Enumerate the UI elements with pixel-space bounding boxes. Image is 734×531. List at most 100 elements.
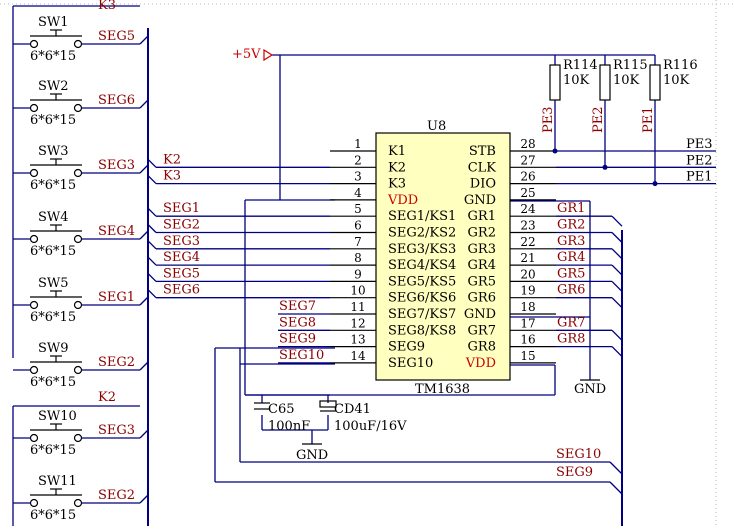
resistor-value: 10K	[613, 73, 640, 88]
bus-entry	[139, 164, 149, 174]
ic-pin-name: SEG7/KS7	[388, 307, 456, 322]
net-label: SEG6	[163, 283, 200, 298]
switch-net-label: SEG2	[98, 488, 135, 503]
switch-net-label: SEG5	[98, 29, 135, 44]
net-label: PE1	[686, 170, 713, 185]
switch-size: 6*6*15	[30, 375, 76, 390]
ic-pin-number: 23	[520, 219, 535, 233]
switch-contact	[73, 300, 83, 310]
resistor-ref: R115	[613, 58, 648, 73]
ic-pin-number: 1	[354, 137, 362, 151]
net-label: SEG5	[163, 266, 200, 281]
switch-size: 6*6*15	[30, 113, 76, 128]
net-label: GR5	[557, 266, 585, 281]
switch-contact	[29, 39, 39, 49]
ic-pin-number: 3	[354, 170, 362, 184]
switch-ref: SW5	[38, 276, 69, 291]
net-label: K3	[163, 169, 181, 184]
ic-pin-number: 17	[520, 316, 535, 330]
bus-entry	[147, 256, 157, 266]
bus-entry	[611, 215, 623, 227]
ic-pin-name: SEG5/KS5	[388, 274, 456, 289]
resistor-ref: R114	[563, 58, 598, 73]
switch-size: 6*6*15	[30, 508, 76, 523]
bus-label-k3: K3	[98, 0, 116, 13]
ic-pin-number: 18	[520, 300, 535, 314]
switch-net-label: SEG6	[98, 93, 135, 108]
ic-pin-name: GR5	[468, 274, 496, 289]
switch-ref: SW3	[38, 144, 69, 159]
switch-contact	[29, 498, 39, 508]
switch-contact	[73, 168, 83, 178]
ic-pin-number: 28	[520, 137, 535, 151]
gnd-label-caps: GND	[296, 448, 328, 463]
bus-entry	[611, 329, 623, 341]
resistor-value: 10K	[663, 73, 690, 88]
resistor-net-label: PE2	[591, 106, 606, 133]
tm1638-body	[375, 132, 511, 381]
ic-pin-number: 27	[520, 153, 535, 167]
ic-pin-number: 25	[520, 186, 535, 200]
switch-size: 6*6*15	[30, 310, 76, 325]
switch-size: 6*6*15	[30, 443, 76, 458]
resistor-body	[549, 64, 561, 101]
net-label-seg9-bottom: SEG9	[556, 465, 593, 480]
bus-entry	[611, 264, 623, 276]
vcc-label: +5V	[232, 47, 261, 62]
bus-entry	[139, 35, 149, 45]
net-label: SEG10	[279, 348, 324, 363]
ic-pin-name: GR4	[468, 258, 496, 273]
switch-contact	[73, 234, 83, 244]
switch-contact	[29, 234, 39, 244]
ic-pin-name: VDD	[465, 356, 496, 371]
bus-entry	[611, 280, 623, 292]
ic-pin-number: 9	[354, 267, 362, 281]
bus-label-k2: K2	[98, 390, 116, 405]
ic-pin-number: 15	[520, 349, 535, 363]
switch-ref: SW4	[38, 210, 69, 225]
ic-pin-name: SEG3/KS3	[388, 242, 456, 257]
ic-pin-number: 13	[350, 333, 365, 347]
ic-pin-name: SEG8/KS8	[388, 323, 456, 338]
switch-net-label: SEG4	[98, 224, 135, 239]
switch-net-label: SEG1	[98, 290, 135, 305]
ic-pin-name: GR8	[468, 340, 496, 355]
switch-contact	[29, 300, 39, 310]
ic-pin-name: DIO	[470, 177, 496, 192]
ic-pin-number: 21	[520, 251, 535, 265]
bus-entry	[139, 99, 149, 109]
switch-net-label: SEG2	[98, 355, 135, 370]
ic-pin-name: SEG6/KS6	[388, 291, 456, 306]
ic-pin-number: 14	[350, 349, 366, 363]
ic-pin-number: 22	[520, 235, 535, 249]
bus-entry	[147, 289, 157, 299]
switch-contact	[73, 498, 83, 508]
switch-contact	[29, 433, 39, 443]
ic-pin-name: GR7	[468, 323, 496, 338]
net-label: K2	[163, 152, 181, 167]
ic-ref: U8	[427, 119, 446, 134]
bus-entry	[139, 361, 149, 371]
bus-entry	[147, 207, 157, 217]
bus-entry	[147, 158, 157, 168]
ic-pin-name: GR6	[468, 291, 496, 306]
ic-pin-number: 26	[520, 170, 535, 184]
ic-pin-name: SEG9	[388, 340, 425, 355]
ic-pin-name: GND	[464, 193, 496, 208]
resistor-value: 10K	[563, 73, 590, 88]
ic-pin-name: GR2	[468, 226, 496, 241]
bus-entry	[611, 346, 623, 358]
bus-entry	[147, 175, 157, 185]
ic-pin-name: K2	[388, 160, 406, 175]
ic-pin-number: 24	[520, 202, 536, 216]
switch-net-label: SEG3	[98, 158, 135, 173]
ic-pin-number: 12	[350, 316, 365, 330]
cap-c65-value: 100nF	[268, 419, 310, 434]
ic-pin-number: 4	[354, 186, 362, 200]
ic-part: TM1638	[415, 382, 470, 397]
net-label: GR1	[557, 201, 585, 216]
ic-pin-name: GND	[464, 307, 496, 322]
net-label: GR3	[557, 234, 585, 249]
ic-pin-number: 10	[350, 284, 365, 298]
